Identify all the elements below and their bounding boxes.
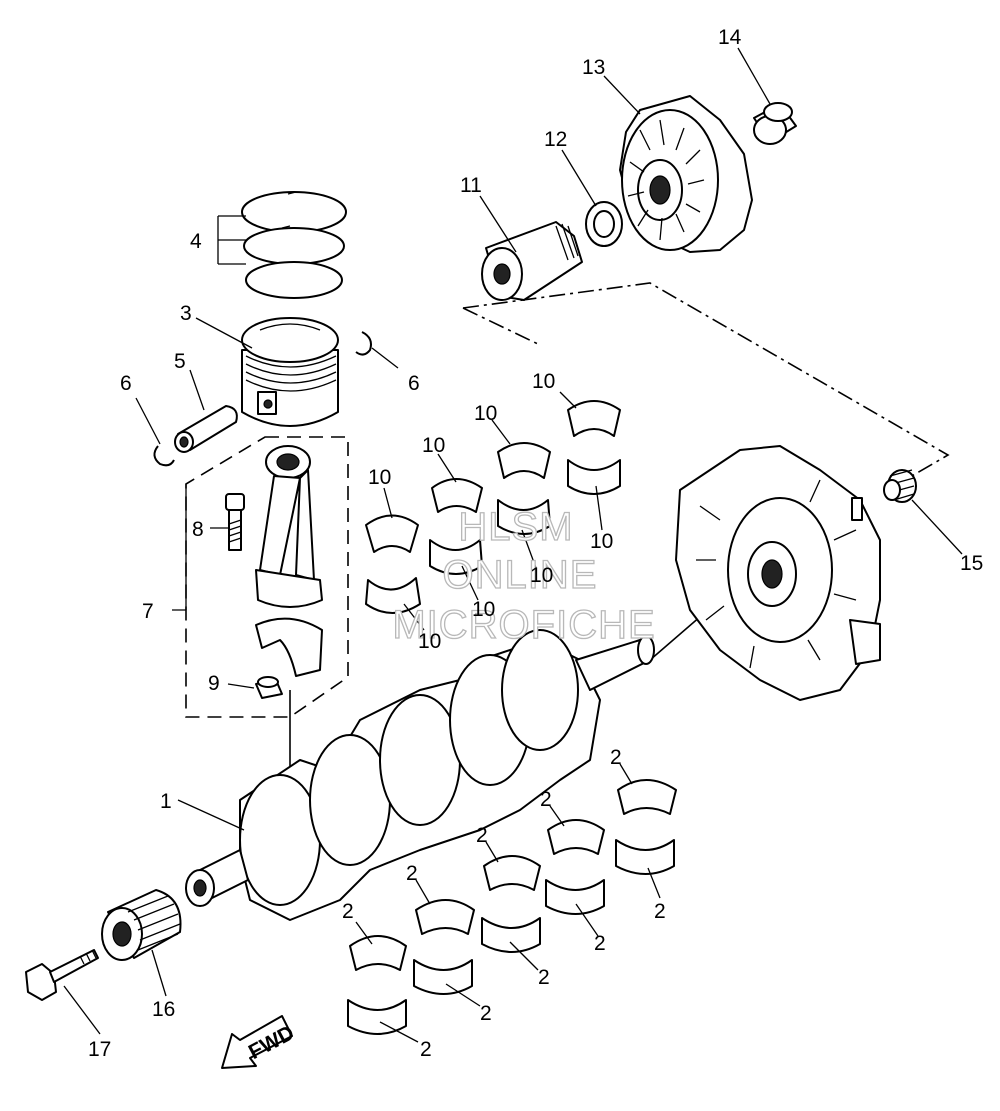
leader-lines	[63, 47, 963, 1043]
callout-2: 2	[654, 900, 666, 923]
watermark-line1: HLSM	[458, 505, 573, 549]
long-bolt	[25, 949, 99, 1001]
callout-8: 8	[192, 518, 204, 541]
callout-10: 10	[590, 530, 613, 553]
callout-10: 10	[530, 564, 553, 587]
callout-10: 10	[474, 402, 497, 425]
watermark-line2: ONLINE	[443, 553, 598, 597]
callout-17: 17	[88, 1038, 111, 1061]
connecting-rod	[255, 445, 323, 677]
fwd-direction-arrow: FWD	[221, 1015, 298, 1069]
callout-2: 2	[540, 788, 552, 811]
callout-4: 4	[190, 230, 202, 253]
callout-10: 10	[472, 598, 495, 621]
conrod-bearings	[365, 400, 621, 614]
plug	[753, 102, 797, 145]
callout-6: 6	[408, 372, 420, 395]
circlips	[153, 331, 372, 467]
callout-1: 1	[160, 790, 172, 813]
callout-7: 7	[142, 600, 154, 623]
seal-ring	[585, 201, 623, 247]
conrod-bolt	[225, 493, 245, 551]
coupler-shaft	[481, 221, 583, 301]
callout-2: 2	[476, 824, 488, 847]
callout-2: 2	[342, 900, 354, 923]
callout-2: 2	[420, 1038, 432, 1061]
piston-rings	[241, 191, 347, 299]
crankshaft	[185, 629, 655, 921]
crankcase-housing	[675, 445, 881, 701]
callout-10: 10	[418, 630, 441, 653]
callout-10: 10	[532, 370, 555, 393]
watermark: HLSM ONLINE MICROFICHE	[392, 504, 656, 647]
callout-2: 2	[538, 966, 550, 989]
callout-10: 10	[368, 466, 391, 489]
main-bearings	[347, 779, 677, 1035]
coupling-housing	[619, 95, 753, 253]
callout-14: 14	[718, 26, 742, 49]
callout-2: 2	[406, 862, 418, 885]
callout-2: 2	[480, 1002, 492, 1025]
callout-10: 10	[422, 434, 445, 457]
callout-9: 9	[208, 672, 220, 695]
spline-coupler	[101, 889, 182, 961]
callout-15: 15	[960, 552, 983, 575]
callout-12: 12	[544, 128, 567, 151]
watermark-line3: MICROFICHE	[392, 603, 655, 647]
callout-16: 16	[152, 998, 175, 1021]
callout-11: 11	[460, 174, 482, 197]
callout-3: 3	[180, 302, 192, 325]
callout-13: 13	[582, 56, 605, 79]
piston-pin	[174, 405, 238, 453]
callout-6: 6	[120, 372, 132, 395]
damper	[883, 469, 917, 503]
callout-labels: 1 2 2 2 2 2 2 2 2 2 2 3 4 5 6 6 7 8 9 10…	[88, 26, 983, 1061]
piston	[241, 317, 339, 427]
callout-5: 5	[174, 350, 186, 373]
callout-2: 2	[610, 746, 622, 769]
callout-2: 2	[594, 932, 606, 955]
conrod-nut	[255, 676, 283, 699]
